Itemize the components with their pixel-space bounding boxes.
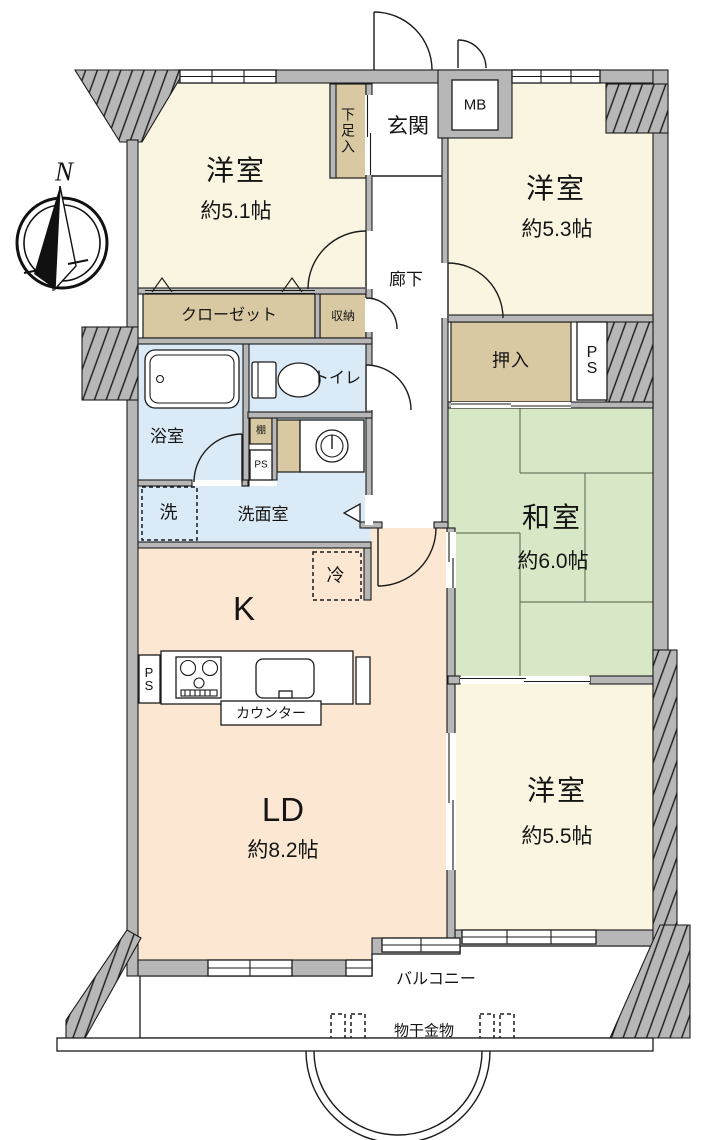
meter-box-door-arc [457,39,487,69]
label-shelf: 棚 [256,425,266,437]
room-label-hallway: 廊下 [389,270,423,290]
pipe-space-lower-box [249,449,273,481]
room-label-genkan: 玄関 [387,114,429,138]
window [207,959,293,977]
label-closet: クローゼット [180,306,278,324]
counter-label-box [220,700,322,726]
compass-icon [15,185,109,292]
stove [175,656,222,699]
bath-door-arc [193,433,243,483]
room-label-yoshitsu-53: 洋室 [525,172,587,204]
pipe-space-right-box [576,321,608,401]
label-refrigerator: 冷 [326,565,346,586]
room-label-bathroom: 浴室 [150,427,184,447]
washing-machine-pan [299,419,365,473]
fixtures [138,79,608,1049]
closet-box [142,293,316,339]
room-size-yoshitsu-51: 約5.1帖 [200,199,272,223]
entrance-door-arc [373,11,433,71]
windows [179,69,601,977]
room-size-ld: 約8.2帖 [247,838,319,862]
ld-bedroom-sliding-door [446,733,456,870]
corner-hatch-top-right [605,83,669,134]
tatami-lines [448,408,653,676]
pillar-hatch-mid-left [81,326,139,401]
label-drying-fixture: 物干金物 [393,1022,455,1040]
closet-door-mark [151,277,173,293]
window [511,69,601,84]
refrigerator-space [312,551,362,601]
toilet-door-arc [365,364,412,411]
label-pipe-space-kitchen: PS [144,665,154,693]
oshiire-fusuma [451,402,571,408]
room-size-yoshitsu-53: 約5.3帖 [521,217,593,241]
label-counter: カウンター [236,704,306,721]
washitsu-sliding-door [446,532,456,588]
room-label-ld: LD [261,791,305,829]
laundry-pan-side [276,419,301,473]
label-washing-machine: 洗 [159,502,179,523]
corner-hatch-top-left [74,69,186,143]
room-label-yoshitsu-51: 洋室 [205,154,267,186]
washroom-entry-arrow [342,502,361,524]
closet-door-mark [281,277,303,293]
kitchen-counter [138,650,371,726]
ldk-door-arc [377,527,437,587]
toilet-fixture [251,361,321,399]
room-size-yoshitsu-55: 約5.5帖 [521,824,593,848]
bedroom2-door-arc [447,262,504,319]
pillar-hatch-mid-right [605,317,654,407]
room-label-yoshitsu-55: 洋室 [526,774,588,806]
compass-north-label: N [54,156,74,187]
label-oshiire: 押入 [492,350,530,371]
washer-space [141,486,198,541]
window [461,929,597,945]
room-size-washitsu: 約6.0帖 [517,549,589,573]
label-pipe-space-lower: PS [254,459,268,471]
window [381,937,461,953]
label-meter-box: MB [463,96,487,114]
washitsu-bedroom-opening [460,677,590,683]
pipe-space-kitchen-box [138,654,161,704]
room-label-balcony: バルコニー [396,970,476,988]
drying-fixture-marks [330,1013,515,1049]
deck-bay-inner-arc [313,1050,483,1136]
side-hatch-right [652,649,678,941]
doors [193,11,504,587]
label-storage-small: 収納 [330,309,356,324]
bedroom1-door-arc [307,230,367,290]
kitchen-sink [255,658,315,699]
openings [145,95,590,870]
window [345,959,373,977]
room-label-kitchen: K [232,590,256,628]
bathtub [144,349,240,409]
room-label-toilet: トイレ [312,369,362,387]
outer-deck [56,1037,654,1140]
corner-hatch-bottom-right [609,924,691,1039]
deck-bay-outer-arc [305,1050,491,1140]
corner-hatch-bottom-left [65,929,142,1041]
label-pipe-space-right: PS [586,344,598,377]
room-label-washroom: 洗面室 [237,505,289,525]
storage-door-arc [365,297,398,330]
oshiire-box [450,321,572,403]
label-shoe-cabinet: 下足入 [340,107,357,155]
room-label-washitsu: 和室 [521,501,583,533]
meter-box [451,79,499,131]
window [179,69,277,84]
